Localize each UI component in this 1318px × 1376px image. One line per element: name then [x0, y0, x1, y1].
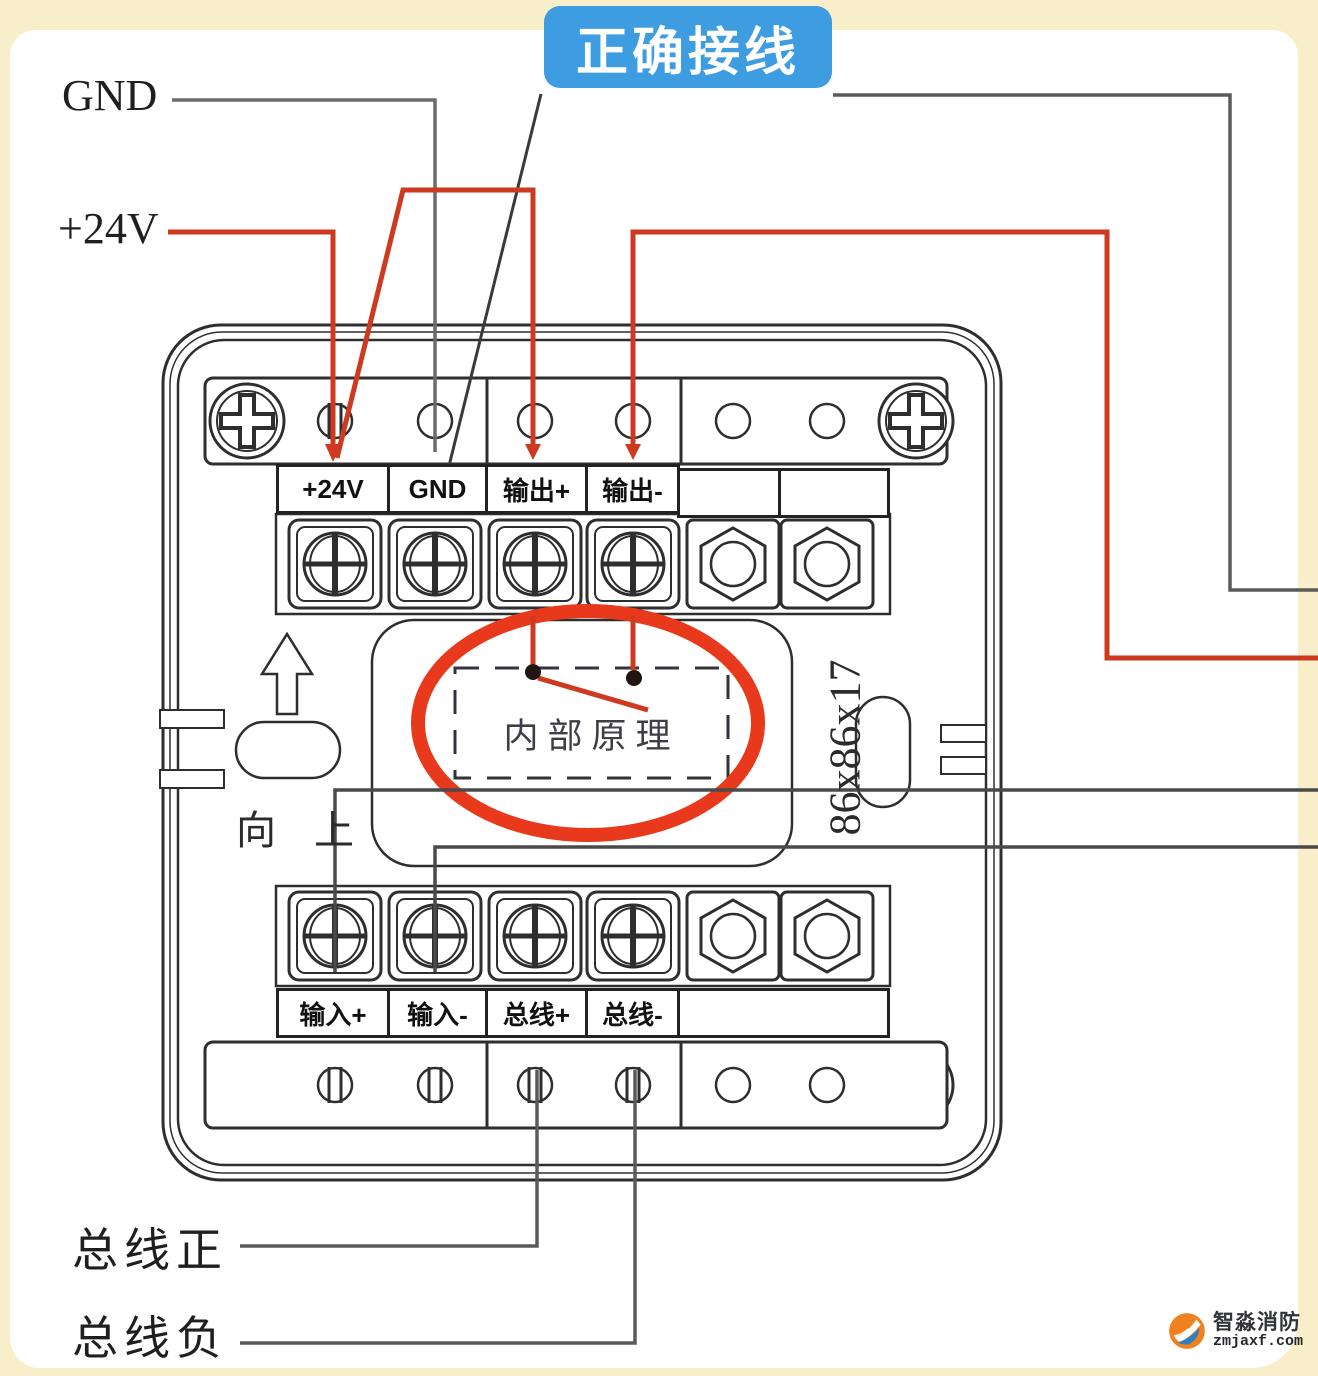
right-tab — [940, 724, 987, 743]
correct-wiring-badge: 正确接线 — [544, 6, 832, 88]
plus24v-label: +24V — [58, 204, 159, 253]
screw-terminal-icon — [585, 890, 681, 982]
dimension-label: 86x86x17 — [820, 659, 870, 836]
orientation-up-label: 向 上 — [236, 808, 368, 853]
watermark-logo-icon — [1167, 1311, 1207, 1351]
terminal-label-blank — [778, 468, 890, 518]
terminal-label-output-minus: 输出- — [585, 464, 680, 514]
screw-terminal-icon — [287, 518, 383, 610]
terminal-label-gnd: GND — [387, 464, 488, 514]
screw-terminal-icon — [487, 518, 583, 610]
bus-positive-label: 总线正 — [72, 1225, 228, 1276]
screw-terminal-icon — [387, 518, 483, 610]
terminal-label-bus-plus: 总线+ — [485, 988, 588, 1038]
badge-pointer-line — [446, 93, 543, 471]
watermark: 智淼消防 zmjaxf.com — [1166, 1310, 1303, 1352]
input-plus-wire — [333, 788, 1318, 972]
terminal-label-bus-minus: 总线- — [585, 988, 680, 1038]
terminal-label-blank — [677, 988, 890, 1038]
gnd-label: GND — [62, 71, 158, 120]
internal-principle-dashed-box — [453, 666, 730, 780]
internal-principle-label: 内部原理 — [503, 717, 680, 756]
screw-terminal-icon — [585, 518, 681, 610]
top-hole-strip — [203, 376, 949, 466]
badge-label: 正确接线 — [575, 23, 800, 82]
gray-wires — [172, 93, 1318, 1345]
gnd-wire — [172, 98, 437, 452]
top-terminal-block-row — [274, 512, 892, 616]
hex-nut-terminal-icon — [779, 518, 875, 610]
left-tab — [159, 709, 225, 729]
bus-minus-wire — [240, 1070, 637, 1345]
hex-nut-terminal-icon — [685, 890, 781, 982]
jumper-wire — [334, 187, 536, 459]
output-minus-wire — [630, 229, 1318, 661]
terminal-label-input-plus: 输入+ — [276, 988, 390, 1038]
output-minus-arrowhead — [625, 444, 641, 460]
terminal-label-output-plus: 输出+ — [485, 464, 588, 514]
input-minus-wire — [433, 845, 1318, 972]
vertical-slot — [854, 695, 912, 809]
watermark-name: 智淼消防 — [1213, 1311, 1301, 1335]
right-tab — [940, 756, 987, 775]
terminal-label-24v: +24V — [276, 464, 390, 514]
red-wires — [168, 187, 1318, 713]
bottom-hole-strip — [203, 1040, 949, 1130]
horizontal-slot — [234, 720, 342, 780]
up-arrow-icon — [259, 631, 315, 716]
watermark-site: zmjaxf.com — [1213, 1333, 1304, 1351]
switch-blade — [537, 675, 649, 713]
jumper-arrowhead — [525, 444, 541, 460]
bus-plus-wire — [240, 1070, 539, 1248]
highlight-ellipse — [411, 604, 765, 842]
right-gray-wire — [833, 93, 1318, 592]
hex-nut-terminal-icon — [779, 890, 875, 982]
left-tab — [159, 769, 225, 789]
terminal-label-blank — [677, 468, 781, 518]
bottom-terminal-block-row — [274, 884, 892, 988]
screw-terminal-icon — [487, 890, 583, 982]
bus-negative-label: 总线负 — [72, 1313, 228, 1364]
contact-dot — [525, 664, 541, 680]
contact-dot — [626, 670, 642, 686]
terminal-label-input-minus: 输入- — [387, 988, 488, 1038]
plus24v-wire — [168, 229, 336, 446]
hex-nut-terminal-icon — [685, 518, 781, 610]
watermark-text: 智淼消防 zmjaxf.com — [1213, 1312, 1303, 1350]
